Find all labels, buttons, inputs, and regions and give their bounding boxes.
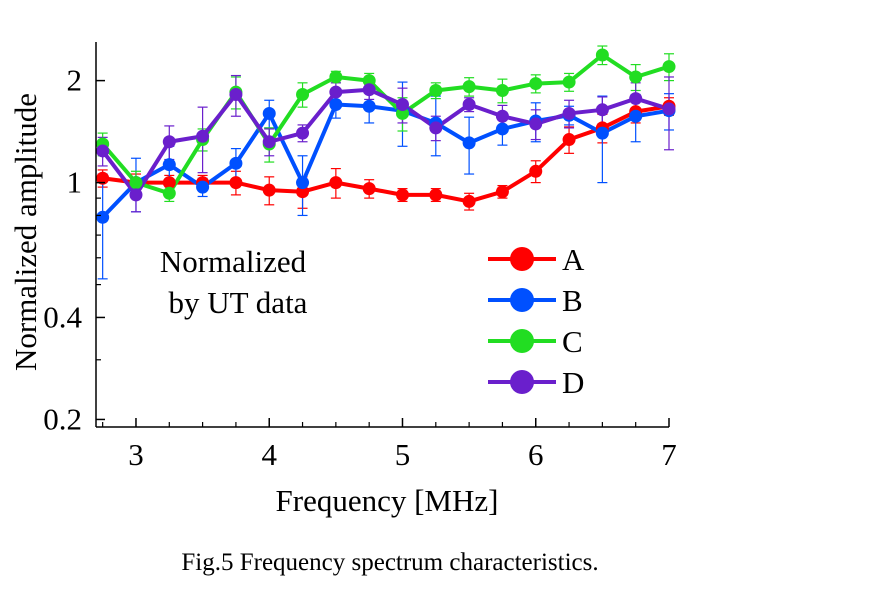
legend-label-b: B xyxy=(562,283,583,318)
data-point-a xyxy=(462,194,476,208)
data-point-a xyxy=(562,133,576,147)
data-point-b xyxy=(229,156,243,170)
data-point-c xyxy=(595,48,609,62)
data-point-a xyxy=(495,185,509,199)
data-point-b xyxy=(495,122,509,136)
data-point-d xyxy=(662,102,676,116)
data-point-b xyxy=(329,98,343,112)
data-point-a xyxy=(362,182,376,196)
data-point-d xyxy=(296,126,310,140)
data-point-d xyxy=(629,92,643,106)
legend-marker-b xyxy=(510,288,534,312)
data-point-d xyxy=(162,135,176,149)
data-point-b xyxy=(462,136,476,150)
data-point-c xyxy=(362,74,376,88)
data-point-c xyxy=(329,70,343,84)
series-points xyxy=(96,48,676,224)
data-point-d xyxy=(462,98,476,112)
data-point-b xyxy=(595,126,609,140)
annotation-line-1: Normalized xyxy=(160,244,307,279)
data-point-d xyxy=(129,188,143,202)
data-point-d xyxy=(595,103,609,117)
x-tick-label: 6 xyxy=(528,437,544,472)
data-point-c xyxy=(495,83,509,97)
data-point-c xyxy=(462,80,476,94)
series-lines xyxy=(101,53,670,219)
x-tick-label: 7 xyxy=(661,437,677,472)
data-point-a xyxy=(329,176,343,190)
data-point-b xyxy=(629,109,643,123)
data-point-b xyxy=(196,180,210,194)
data-point-d xyxy=(429,121,443,135)
data-point-a xyxy=(529,164,543,178)
legend-marker-a xyxy=(510,247,534,271)
tick-labels: 3 4 5 6 7 0.2 0.4 1 2 xyxy=(43,63,677,472)
figure-caption: Fig.5 Frequency spectrum characteristics… xyxy=(181,549,598,576)
y-tick-label: 1 xyxy=(67,165,83,200)
data-point-d xyxy=(562,106,576,120)
data-point-d xyxy=(96,144,110,158)
data-point-c xyxy=(662,60,676,74)
data-point-d xyxy=(196,129,210,143)
data-point-a xyxy=(296,185,310,199)
data-point-d xyxy=(229,87,243,101)
data-point-c xyxy=(129,176,143,190)
data-point-a xyxy=(429,188,443,202)
data-point-b xyxy=(162,158,176,172)
data-point-a xyxy=(262,183,276,197)
y-axis-title: Normalized amplitude xyxy=(8,93,43,371)
data-point-a xyxy=(96,171,110,185)
data-point-c xyxy=(429,83,443,97)
x-tick-label: 3 xyxy=(128,437,144,472)
legend-label-d: D xyxy=(562,365,584,400)
data-point-d xyxy=(495,109,509,123)
data-point-b xyxy=(362,99,376,113)
data-point-c xyxy=(562,75,576,89)
legend-label-c: C xyxy=(562,324,583,359)
data-point-c xyxy=(629,70,643,84)
x-axis-title: Frequency [MHz] xyxy=(276,483,499,518)
data-point-b xyxy=(262,106,276,120)
data-point-d xyxy=(395,98,409,112)
data-point-b xyxy=(96,210,110,224)
data-point-a xyxy=(162,176,176,190)
annotation-line-2: by UT data xyxy=(169,285,308,320)
data-point-a xyxy=(395,188,409,202)
data-point-a xyxy=(229,176,243,190)
data-point-c xyxy=(162,186,176,200)
series-line-a xyxy=(102,104,670,204)
data-point-d xyxy=(262,135,276,149)
y-tick-label: 0.4 xyxy=(43,299,82,334)
y-tick-label: 0.2 xyxy=(43,401,82,436)
x-tick-label: 5 xyxy=(395,437,411,472)
data-point-b xyxy=(296,176,310,190)
data-point-d xyxy=(362,83,376,97)
y-tick-label: 2 xyxy=(67,63,83,98)
data-point-c xyxy=(529,77,543,91)
data-point-d xyxy=(329,85,343,99)
legend-marker-c xyxy=(510,329,534,353)
data-point-c xyxy=(296,87,310,101)
axes xyxy=(95,42,670,428)
data-point-c xyxy=(395,106,409,120)
data-point-d xyxy=(529,117,543,131)
x-tick-label: 4 xyxy=(261,437,277,472)
legend-label-a: A xyxy=(562,242,585,277)
legend-marker-d xyxy=(510,370,534,394)
